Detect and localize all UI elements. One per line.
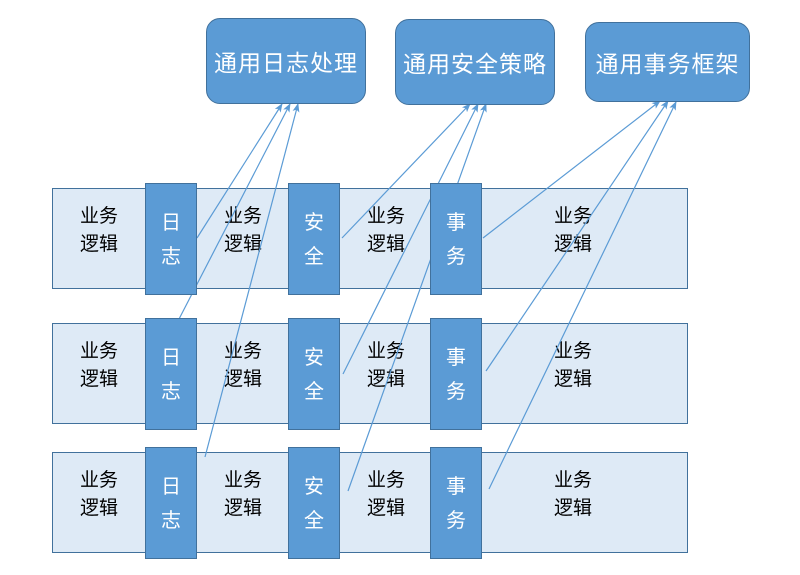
arrow-security-bar1 — [341, 103, 471, 239]
aspect-segment-security: 安全 — [288, 447, 340, 559]
aspect-log-label: 日志 — [161, 345, 181, 403]
module-box-transaction: 通用事务框架 — [585, 22, 750, 102]
business-logic-label: 业务逻辑 — [366, 469, 405, 519]
business-logic-label: 业务逻辑 — [223, 469, 262, 519]
aspect-security-label: 安全 — [304, 474, 324, 532]
business-logic-label: 业务逻辑 — [553, 469, 592, 519]
business-logic-label: 业务逻辑 — [223, 205, 262, 255]
module-logging-label: 通用日志处理 — [214, 51, 358, 77]
business-logic-label: 业务逻辑 — [79, 469, 118, 519]
aspect-segment-log: 日志 — [145, 318, 197, 430]
business-logic-label: 业务逻辑 — [223, 340, 262, 390]
module-box-security: 通用安全策略 — [395, 19, 555, 105]
module-box-logging: 通用日志处理 — [206, 18, 366, 104]
arrow-security-bar2 — [342, 103, 479, 375]
arrow-security-bar3 — [347, 103, 487, 492]
aspect-segment-transaction: 事务 — [430, 318, 482, 430]
arrow-log-bar1 — [196, 103, 283, 239]
business-logic-label: 业务逻辑 — [79, 340, 118, 390]
arrow-transaction-bar1 — [482, 100, 661, 239]
aspect-segment-log: 日志 — [145, 447, 197, 559]
aspect-log-label: 日志 — [161, 210, 181, 268]
arrow-transaction-bar3 — [488, 101, 677, 490]
aspect-transaction-label: 事务 — [446, 345, 466, 403]
aspect-segment-log: 日志 — [145, 183, 197, 295]
business-logic-label: 业务逻辑 — [553, 205, 592, 255]
aspect-transaction-label: 事务 — [446, 474, 466, 532]
aspect-log-label: 日志 — [161, 474, 181, 532]
aspect-security-label: 安全 — [304, 345, 324, 403]
aspect-segment-security: 安全 — [288, 183, 340, 295]
business-logic-label: 业务逻辑 — [553, 340, 592, 390]
business-logic-label: 业务逻辑 — [366, 205, 405, 255]
business-logic-label: 业务逻辑 — [79, 205, 118, 255]
aspect-segment-security: 安全 — [288, 318, 340, 430]
module-transaction-label: 通用事务框架 — [595, 52, 740, 78]
aspect-segment-transaction: 事务 — [430, 183, 482, 295]
arrow-log-bar3 — [204, 103, 300, 458]
arrow-transaction-bar2 — [485, 100, 669, 372]
aspect-security-label: 安全 — [304, 210, 324, 268]
module-security-label: 通用安全策略 — [403, 52, 547, 78]
aspect-transaction-label: 事务 — [446, 210, 466, 268]
aspect-segment-transaction: 事务 — [430, 447, 482, 559]
